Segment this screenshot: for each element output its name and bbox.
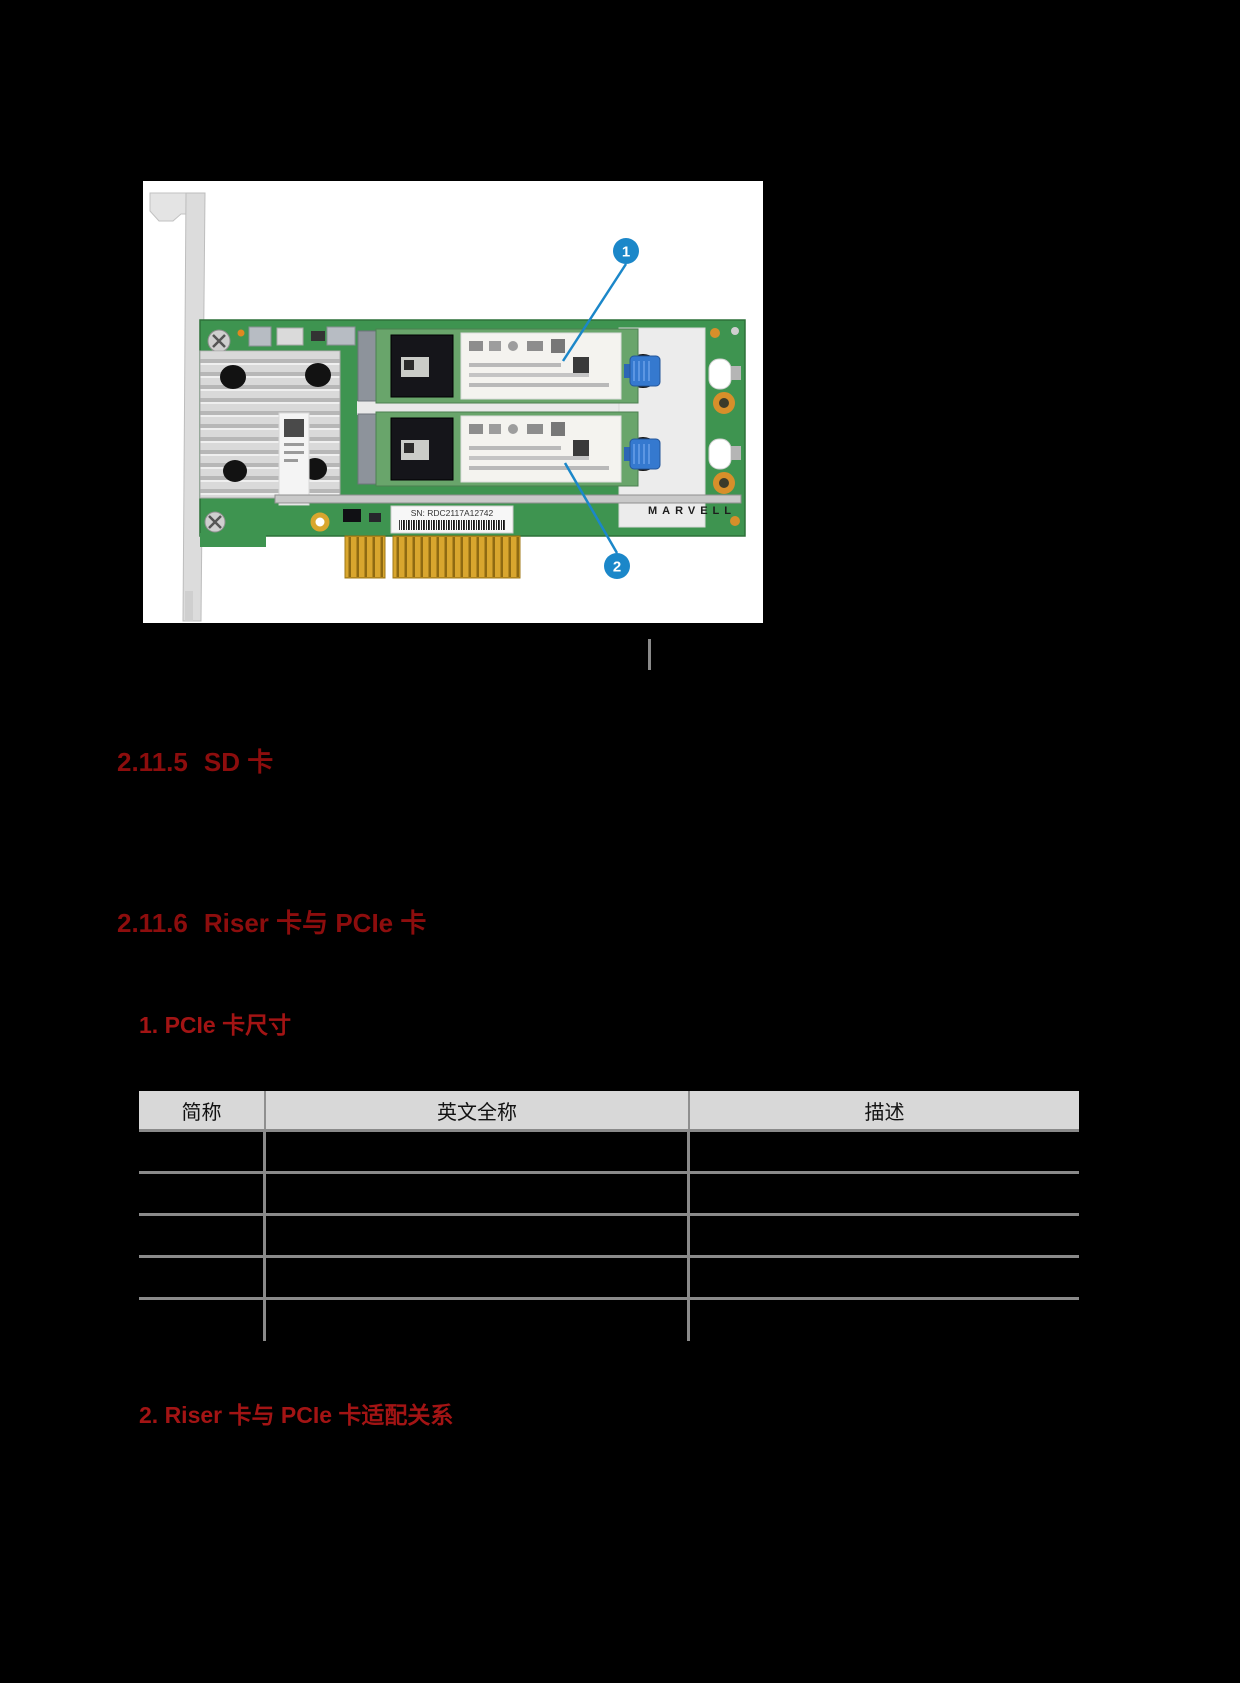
callout-2-label: 2 — [613, 559, 621, 576]
table-row — [139, 1216, 1079, 1258]
callout-2: 2 — [563, 462, 630, 579]
ssd2-latch — [629, 438, 661, 470]
callout-1-circle — [613, 238, 639, 264]
m2-ssd-2 — [375, 411, 661, 487]
table-cell — [266, 1216, 690, 1255]
table-cell — [139, 1174, 266, 1213]
table-cell — [266, 1258, 690, 1297]
section-heading-2-11-5: 2.11.5 SD 卡 — [117, 742, 273, 779]
table-cell — [139, 1216, 266, 1255]
ssd1-latch — [629, 355, 661, 387]
table-row — [139, 1174, 1079, 1216]
callout-1-label: 1 — [622, 244, 630, 261]
m2-ssd-1 — [375, 328, 661, 404]
section-number: 2.11.6 — [117, 908, 188, 938]
pcie-card-figure: SN: RDC2117A12742 MARVELL 1 2 — [143, 181, 763, 623]
subheading-pcie-card-size: 1. PCIe 卡尺寸 — [139, 1012, 292, 1038]
table-cell — [139, 1300, 266, 1341]
table-header-fullname: 英文全称 — [266, 1091, 690, 1129]
section-title: SD 卡 — [203, 747, 274, 777]
table-cell — [690, 1216, 1079, 1255]
pcie-edge-connector — [344, 535, 521, 579]
callout-1: 1 — [561, 238, 639, 362]
section-title: Riser 卡与 PCIe 卡 — [203, 908, 427, 938]
subheading-riser-pcie-mapping: 2. Riser 卡与 PCIe 卡适配关系 — [139, 1402, 454, 1428]
m2-socket-2 — [357, 413, 379, 485]
table-row — [139, 1258, 1079, 1300]
pcie-card-photo: SN: RDC2117A12742 MARVELL 1 2 — [143, 181, 763, 623]
table-cell — [690, 1300, 1079, 1341]
brand-text: MARVELL — [648, 505, 736, 517]
table-cell — [266, 1174, 690, 1213]
callout-2-circle — [604, 553, 630, 579]
table-cell — [266, 1132, 690, 1171]
text-caret-line — [648, 639, 651, 670]
table-cell — [690, 1174, 1079, 1213]
sn-barcode — [399, 520, 505, 530]
pcb-bottom-strip: SN: RDC2117A12742 MARVELL — [204, 505, 736, 534]
table-row — [139, 1132, 1079, 1174]
pcie-size-table: 简称 英文全称 描述 — [139, 1091, 1079, 1341]
heatsink — [199, 350, 341, 506]
section-heading-2-11-6: 2.11.6 Riser 卡与 PCIe 卡 — [117, 903, 426, 940]
section-number: 2.11.5 — [117, 747, 188, 777]
stiffener-bar — [274, 494, 742, 504]
m2-socket-1 — [357, 330, 379, 402]
table-header-desc: 描述 — [864, 1101, 905, 1124]
table-cell — [690, 1258, 1079, 1297]
table-cell — [690, 1132, 1079, 1171]
table-header-row: 简称 英文全称 描述 — [139, 1091, 1079, 1132]
table-cell — [266, 1300, 690, 1341]
table-body — [139, 1132, 1079, 1341]
table-cell — [139, 1132, 266, 1171]
table-header-abbr: 简称 — [139, 1091, 266, 1129]
table-row — [139, 1300, 1079, 1341]
table-cell — [139, 1258, 266, 1297]
sn-label-text: SN: RDC2117A12742 — [411, 508, 494, 518]
pcb-right-edge — [708, 327, 741, 526]
